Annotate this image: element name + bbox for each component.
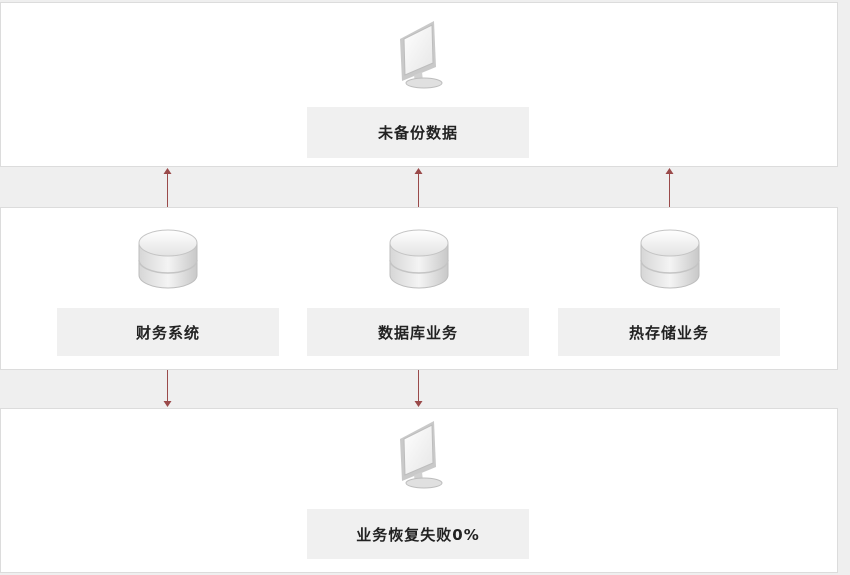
monitor-icon [400,421,443,489]
arrow-up-center [414,167,423,207]
top-panel: 未备份数据 [0,2,838,167]
arrow-up-right [665,167,674,207]
arrow-up-left [163,167,172,207]
middle-label-finance: 财务系统 [57,308,279,356]
middle-panel: 财务系统 数据库业务 热存储业务 [0,207,838,370]
bottom-panel: 业务恢复失败0% [0,408,838,573]
bottom-label: 业务恢复失败0% [307,509,529,559]
arrow-down-left [163,370,172,408]
middle-label-database: 数据库业务 [307,308,529,356]
database-icon [640,229,700,289]
arrow-down-center [414,370,423,408]
middle-label-hot-storage: 热存储业务 [558,308,780,356]
monitor-icon [400,21,443,89]
top-label: 未备份数据 [307,107,529,158]
database-icon [389,229,449,289]
database-icon [138,229,198,289]
